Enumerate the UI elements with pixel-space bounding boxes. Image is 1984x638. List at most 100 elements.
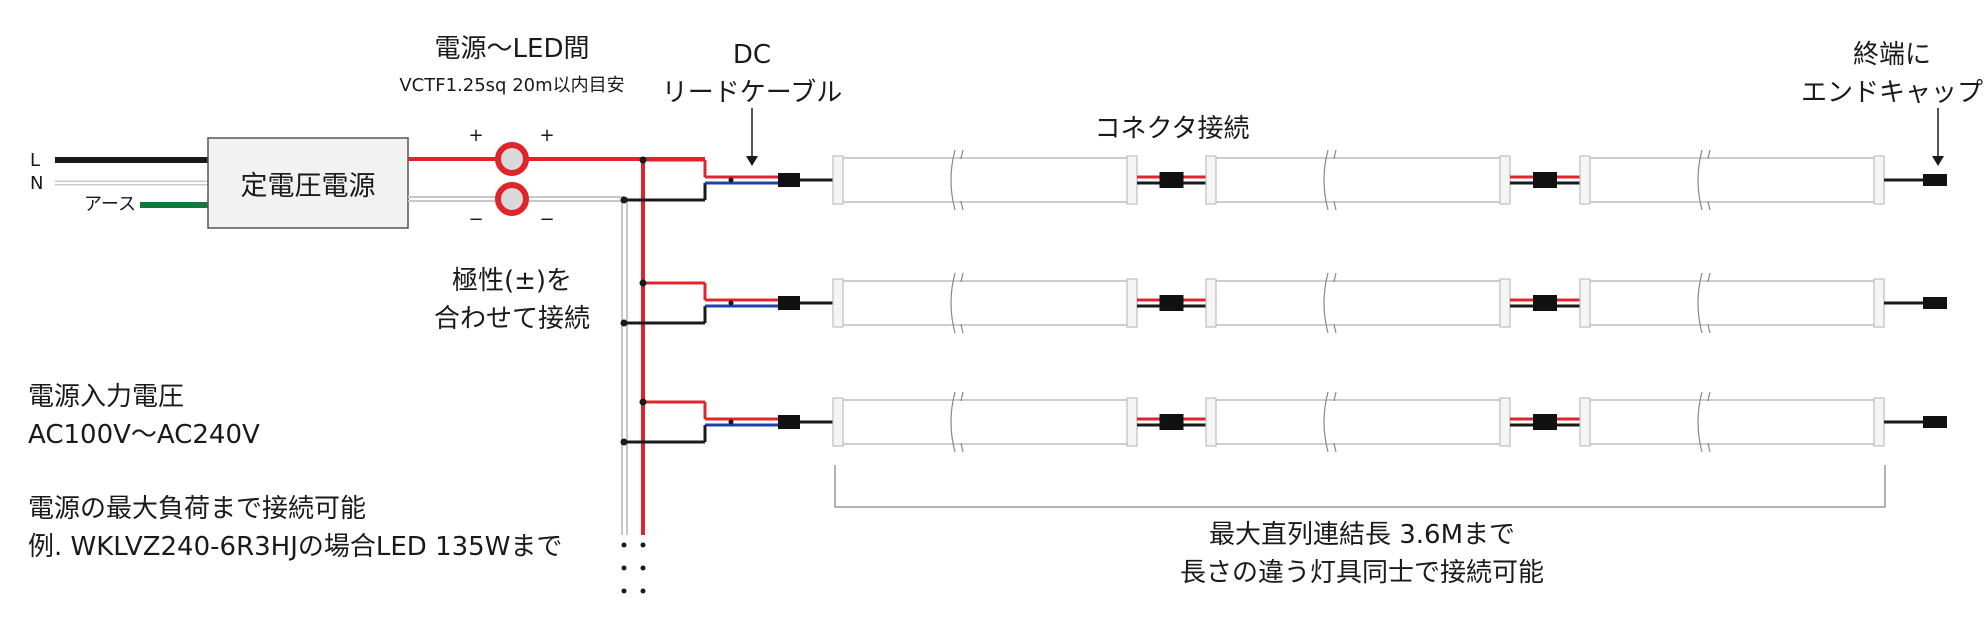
negative-terminal-circle <box>495 182 529 216</box>
led-tube <box>1581 157 1883 203</box>
dc-lead-arrow-head <box>746 156 758 166</box>
dc-lead-label-line1: DC <box>732 40 772 70</box>
input-voltage-line1: 電源入力電圧 <box>28 382 185 412</box>
psu-to-led-subtitle: VCTF1.25sq 20m以内目安 <box>399 75 625 96</box>
row-junction-dot <box>620 319 628 327</box>
tube-break-mark <box>1697 391 1703 453</box>
led-tube-endcap <box>1205 278 1217 328</box>
end-cap <box>1923 174 1947 186</box>
line-L-label: L <box>30 150 41 171</box>
minus-right-label: − <box>539 209 555 230</box>
minus-left-label: − <box>468 209 484 230</box>
dc-lead-connector <box>778 415 800 429</box>
row-junction-dot <box>620 438 628 446</box>
led-tube-endcap <box>1205 397 1217 447</box>
led-tube <box>1207 399 1509 445</box>
led-tube <box>834 399 1136 445</box>
tube-link-connector <box>1533 414 1557 430</box>
row-junction-dot <box>639 398 647 406</box>
series-length-line1: 最大直列連結長 3.6Mまで <box>1208 520 1516 550</box>
row-junction-dot <box>639 279 647 287</box>
led-tube-endcap <box>1579 397 1591 447</box>
continuation-dot <box>640 588 646 594</box>
psu-to-led-title: 電源〜LED間 <box>434 34 590 64</box>
tube-break-mark <box>950 391 956 453</box>
ac-input-wiring <box>55 157 208 208</box>
continuation-dot <box>640 542 646 548</box>
tube-break-gap <box>1329 401 1335 443</box>
led-rows <box>620 149 1947 453</box>
polarity-note-line2: 合わせて接続 <box>433 304 591 334</box>
tube-link-connector <box>1159 172 1184 188</box>
positive-terminal-circle <box>495 142 529 176</box>
continuation-dot <box>621 542 627 548</box>
pointer-arrows <box>746 108 1944 166</box>
tube-break-mark <box>1697 272 1703 334</box>
input-voltage-line2: AC100V〜AC240V <box>28 420 260 450</box>
dc-lead-dot <box>728 419 734 425</box>
led-tube-endcap <box>1873 155 1885 205</box>
led-tube-endcap <box>1499 397 1511 447</box>
tube-break-mark <box>1323 149 1329 211</box>
tube-break-gap <box>1329 282 1335 324</box>
dc-lead-connector <box>778 296 800 310</box>
power-supply-box <box>207 137 409 229</box>
led-tube-endcap <box>832 278 844 328</box>
max-load-line2: 例. WKLVZ240-6R3HJの場合LED 135Wまで <box>28 532 563 562</box>
led-tube <box>834 157 1136 203</box>
tube-break-gap <box>956 159 962 201</box>
led-tube <box>834 280 1136 326</box>
led-tube-endcap <box>1126 155 1138 205</box>
dc-lead-label-line2: リードケーブル <box>661 78 843 108</box>
dc-trunk <box>408 142 705 594</box>
led-tube-endcap <box>1579 155 1591 205</box>
tube-link-connector <box>1533 172 1557 188</box>
dc-lead-dot <box>728 300 734 306</box>
led-tube-endcap <box>1205 155 1217 205</box>
led-tube-endcap <box>1579 278 1591 328</box>
tube-break-mark <box>950 272 956 334</box>
led-tube-endcap <box>832 397 844 447</box>
led-tube-endcap <box>1126 278 1138 328</box>
row-junction-dot <box>639 156 647 164</box>
continuation-dot <box>621 588 627 594</box>
end-cap <box>1923 297 1947 309</box>
end-cap <box>1923 416 1947 428</box>
plus-right-label: + <box>539 125 555 146</box>
end-cap-label-line1: 終端に <box>1852 40 1932 70</box>
tube-break-gap <box>1329 159 1335 201</box>
end-cap-label-line2: エンドキャップ <box>1800 78 1984 108</box>
series-length-line2: 長さの違う灯具同士で接続可能 <box>1179 558 1545 588</box>
led-tube-endcap <box>1873 397 1885 447</box>
row-junction-dot <box>620 196 628 204</box>
tube-link-connector <box>1159 414 1184 430</box>
tube-break-mark <box>1697 149 1703 211</box>
tube-break-gap <box>1703 282 1709 324</box>
series-length-bracket <box>834 465 1886 508</box>
dc-lead-dot <box>728 177 734 183</box>
led-tube <box>1207 157 1509 203</box>
tube-break-mark <box>950 149 956 211</box>
tube-break-mark <box>1323 391 1329 453</box>
max-load-line1: 電源の最大負荷まで接続可能 <box>28 494 367 524</box>
tube-link-connector <box>1533 295 1557 311</box>
led-tube-endcap <box>1499 278 1511 328</box>
led-tube-endcap <box>1873 278 1885 328</box>
tube-break-mark <box>1323 272 1329 334</box>
led-tube-endcap <box>1126 397 1138 447</box>
tube-break-gap <box>956 401 962 443</box>
led-tube-endcap <box>1499 155 1511 205</box>
line-N-label: N <box>30 173 44 194</box>
power-supply-label: 定電圧電源 <box>240 170 376 202</box>
connector-label: コネクタ接続 <box>1094 114 1250 144</box>
dc-lead-connector <box>778 173 800 187</box>
end-cap-arrow-head <box>1932 156 1944 166</box>
continuation-dot <box>640 565 646 571</box>
led-tube-endcap <box>832 155 844 205</box>
tube-break-gap <box>956 282 962 324</box>
continuation-dot <box>621 565 627 571</box>
polarity-note-line1: 極性(±)を <box>451 266 573 296</box>
led-tube <box>1207 280 1509 326</box>
plus-left-label: + <box>468 125 484 146</box>
